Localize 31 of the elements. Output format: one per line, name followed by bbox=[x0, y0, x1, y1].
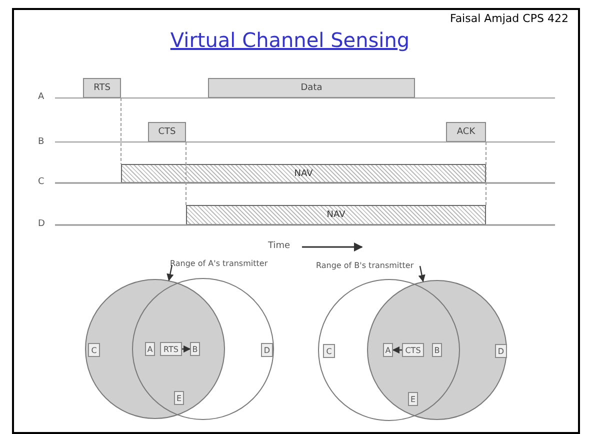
station-box: C bbox=[323, 344, 335, 358]
frame-block: ACK bbox=[446, 122, 486, 142]
frame-block: RTS bbox=[83, 78, 121, 98]
frame-block: RTS bbox=[160, 342, 182, 356]
frame-block: CTS bbox=[402, 343, 424, 357]
station-box: D bbox=[495, 344, 507, 358]
station-label: C bbox=[38, 177, 44, 187]
station-box: A bbox=[383, 343, 393, 357]
range-label: Range of A's transmitter bbox=[170, 259, 280, 270]
leader-line bbox=[418, 266, 426, 282]
station-box: E bbox=[408, 392, 418, 406]
arrow bbox=[392, 346, 402, 354]
frame-block: Data bbox=[208, 78, 415, 98]
author-label: Faisal Amjad CPS 422 bbox=[450, 12, 568, 25]
station-box: B bbox=[190, 342, 200, 356]
axis-label: Time bbox=[268, 241, 290, 251]
station-box: C bbox=[88, 343, 100, 357]
leader-line bbox=[166, 264, 174, 282]
nav-bar: NAV bbox=[121, 164, 486, 183]
arrow bbox=[182, 345, 191, 353]
range-label: Range of B's transmitter bbox=[316, 261, 426, 272]
slide-title: Virtual Channel Sensing bbox=[169, 28, 411, 54]
station-box: E bbox=[174, 391, 184, 405]
station-box: A bbox=[145, 342, 155, 356]
station-label: D bbox=[38, 219, 45, 229]
station-box: D bbox=[261, 343, 273, 357]
station-box: B bbox=[432, 343, 442, 357]
station-label: B bbox=[38, 137, 44, 147]
station-label: A bbox=[38, 92, 44, 102]
frame-block: CTS bbox=[148, 122, 186, 142]
nav-bar: NAV bbox=[186, 205, 486, 225]
